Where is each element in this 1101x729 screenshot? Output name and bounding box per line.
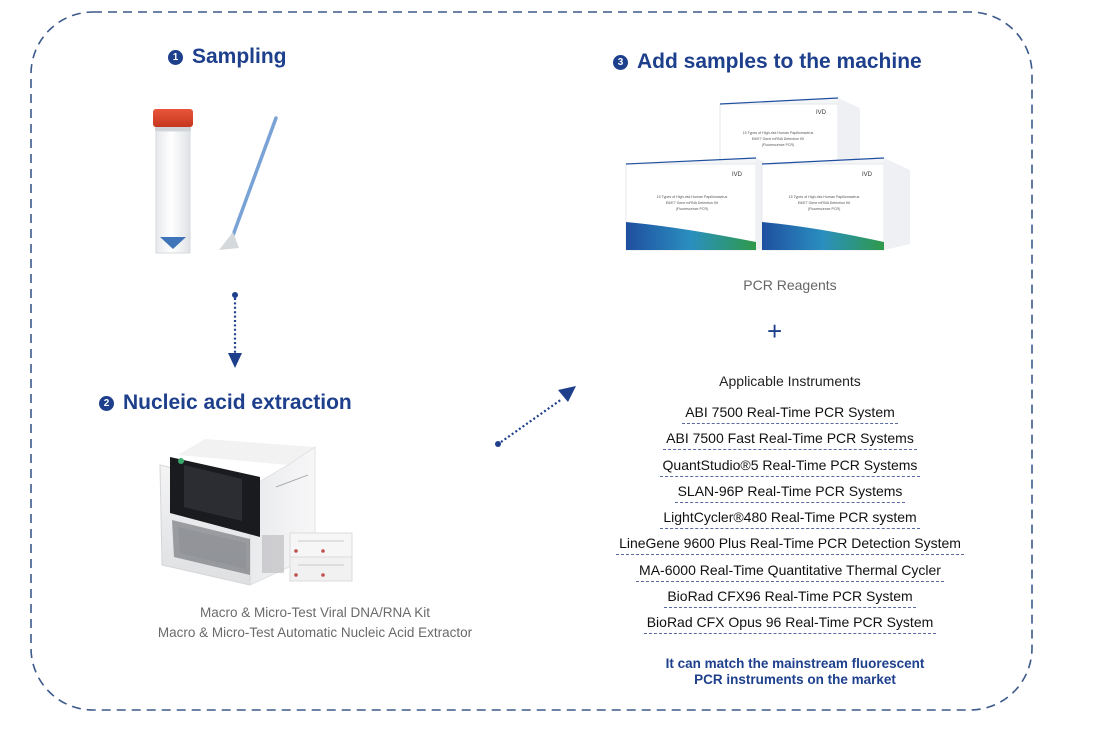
svg-text:15 Types of High-risk Human Pa: 15 Types of High-risk Human Papillomavir…: [743, 131, 814, 135]
compatibility-tagline: It can match the mainstream fluorescent …: [620, 656, 970, 688]
svg-text:(Fluorescence PCR): (Fluorescence PCR): [676, 207, 709, 211]
instrument-item: ABI 7500 Fast Real-Time PCR Systems: [590, 424, 990, 451]
svg-text:IVD: IVD: [816, 110, 827, 116]
reagent-box-front-right: IVD 15 Types of High-risk Human Papillom…: [761, 157, 910, 251]
svg-text:IVD: IVD: [862, 172, 873, 178]
reagent-box-front-left: IVD 15 Types of High-risk Human Papillom…: [625, 157, 780, 251]
instrument-item: ABI 7500 Real-Time PCR System: [590, 398, 990, 424]
plus-icon: +: [767, 316, 783, 346]
step-1-label: Sampling: [192, 45, 287, 68]
extraction-kit-name: Macro & Micro-Test Viral DNA/RNA Kit: [199, 605, 431, 620]
step-number-badge: 1: [168, 49, 183, 65]
step-1-title: 1 Sampling: [168, 45, 287, 69]
applicable-instruments-heading: Applicable Instruments: [719, 373, 861, 389]
instrument-item: BioRad CFX Opus 96 Real-Time PCR System: [590, 608, 990, 635]
step-3-title: 3 Add samples to the machine: [613, 50, 922, 74]
instrument-item: QuantStudio®5 Real-Time PCR Systems: [590, 451, 990, 477]
sampling-tube-icon: [153, 109, 193, 254]
instrument-item: BioRad CFX96 Real-Time PCR System: [590, 582, 990, 609]
svg-text:(Fluorescence PCR): (Fluorescence PCR): [808, 207, 841, 211]
flow-arrow-diagonal-icon: [495, 386, 576, 447]
svg-text:E6/E7 Gene mRNA Detection Kit: E6/E7 Gene mRNA Detection Kit: [798, 201, 850, 205]
instrument-item: MA-6000 Real-Time Quantitative Thermal C…: [590, 556, 990, 582]
reagent-box-back: IVD 15 Types of High-risk Human Papillom…: [719, 97, 860, 167]
pcr-reagents-caption: PCR Reagents: [743, 277, 837, 293]
svg-text:E6/E7 Gene mRNA Detection Kit: E6/E7 Gene mRNA Detection Kit: [752, 137, 804, 141]
flow-arrow-down-icon: [228, 292, 242, 368]
instrument-item: SLAN-96P Real-Time PCR Systems: [590, 477, 990, 503]
extraction-caption: Macro & Micro-Test Viral DNA/RNA Kit Mac…: [110, 603, 520, 643]
nucleic-acid-extractor-image: [159, 439, 353, 586]
pcr-reagent-boxes-image: IVD 15 Types of High-risk Human Papillom…: [625, 97, 910, 251]
svg-text:E6/E7 Gene mRNA Detection Kit: E6/E7 Gene mRNA Detection Kit: [666, 201, 718, 205]
step-3-label: Add samples to the machine: [637, 50, 922, 73]
svg-text:15 Types of High-risk Human Pa: 15 Types of High-risk Human Papillomavir…: [657, 195, 728, 199]
svg-text:(Fluorescence PCR): (Fluorescence PCR): [762, 143, 795, 147]
instrument-list: ABI 7500 Real-Time PCR System ABI 7500 F…: [590, 398, 990, 635]
svg-text:15 Types of High-risk Human Pa: 15 Types of High-risk Human Papillomavir…: [789, 195, 860, 199]
tagline-line-2: PCR instruments on the market: [694, 672, 896, 687]
extractor-name: Macro & Micro-Test Automatic Nucleic Aci…: [157, 625, 473, 640]
swab-icon: [219, 116, 278, 250]
tagline-line-1: It can match the mainstream fluorescent: [665, 656, 925, 671]
step-number-badge: 3: [613, 54, 628, 70]
step-number-badge: 2: [99, 395, 114, 411]
instrument-item: LineGene 9600 Plus Real-Time PCR Detecti…: [590, 529, 990, 556]
step-2-title: 2 Nucleic acid extraction: [99, 391, 352, 415]
instrument-item: LightCycler®480 Real-Time PCR system: [590, 503, 990, 530]
step-2-label: Nucleic acid extraction: [123, 391, 352, 414]
svg-text:IVD: IVD: [732, 172, 743, 178]
